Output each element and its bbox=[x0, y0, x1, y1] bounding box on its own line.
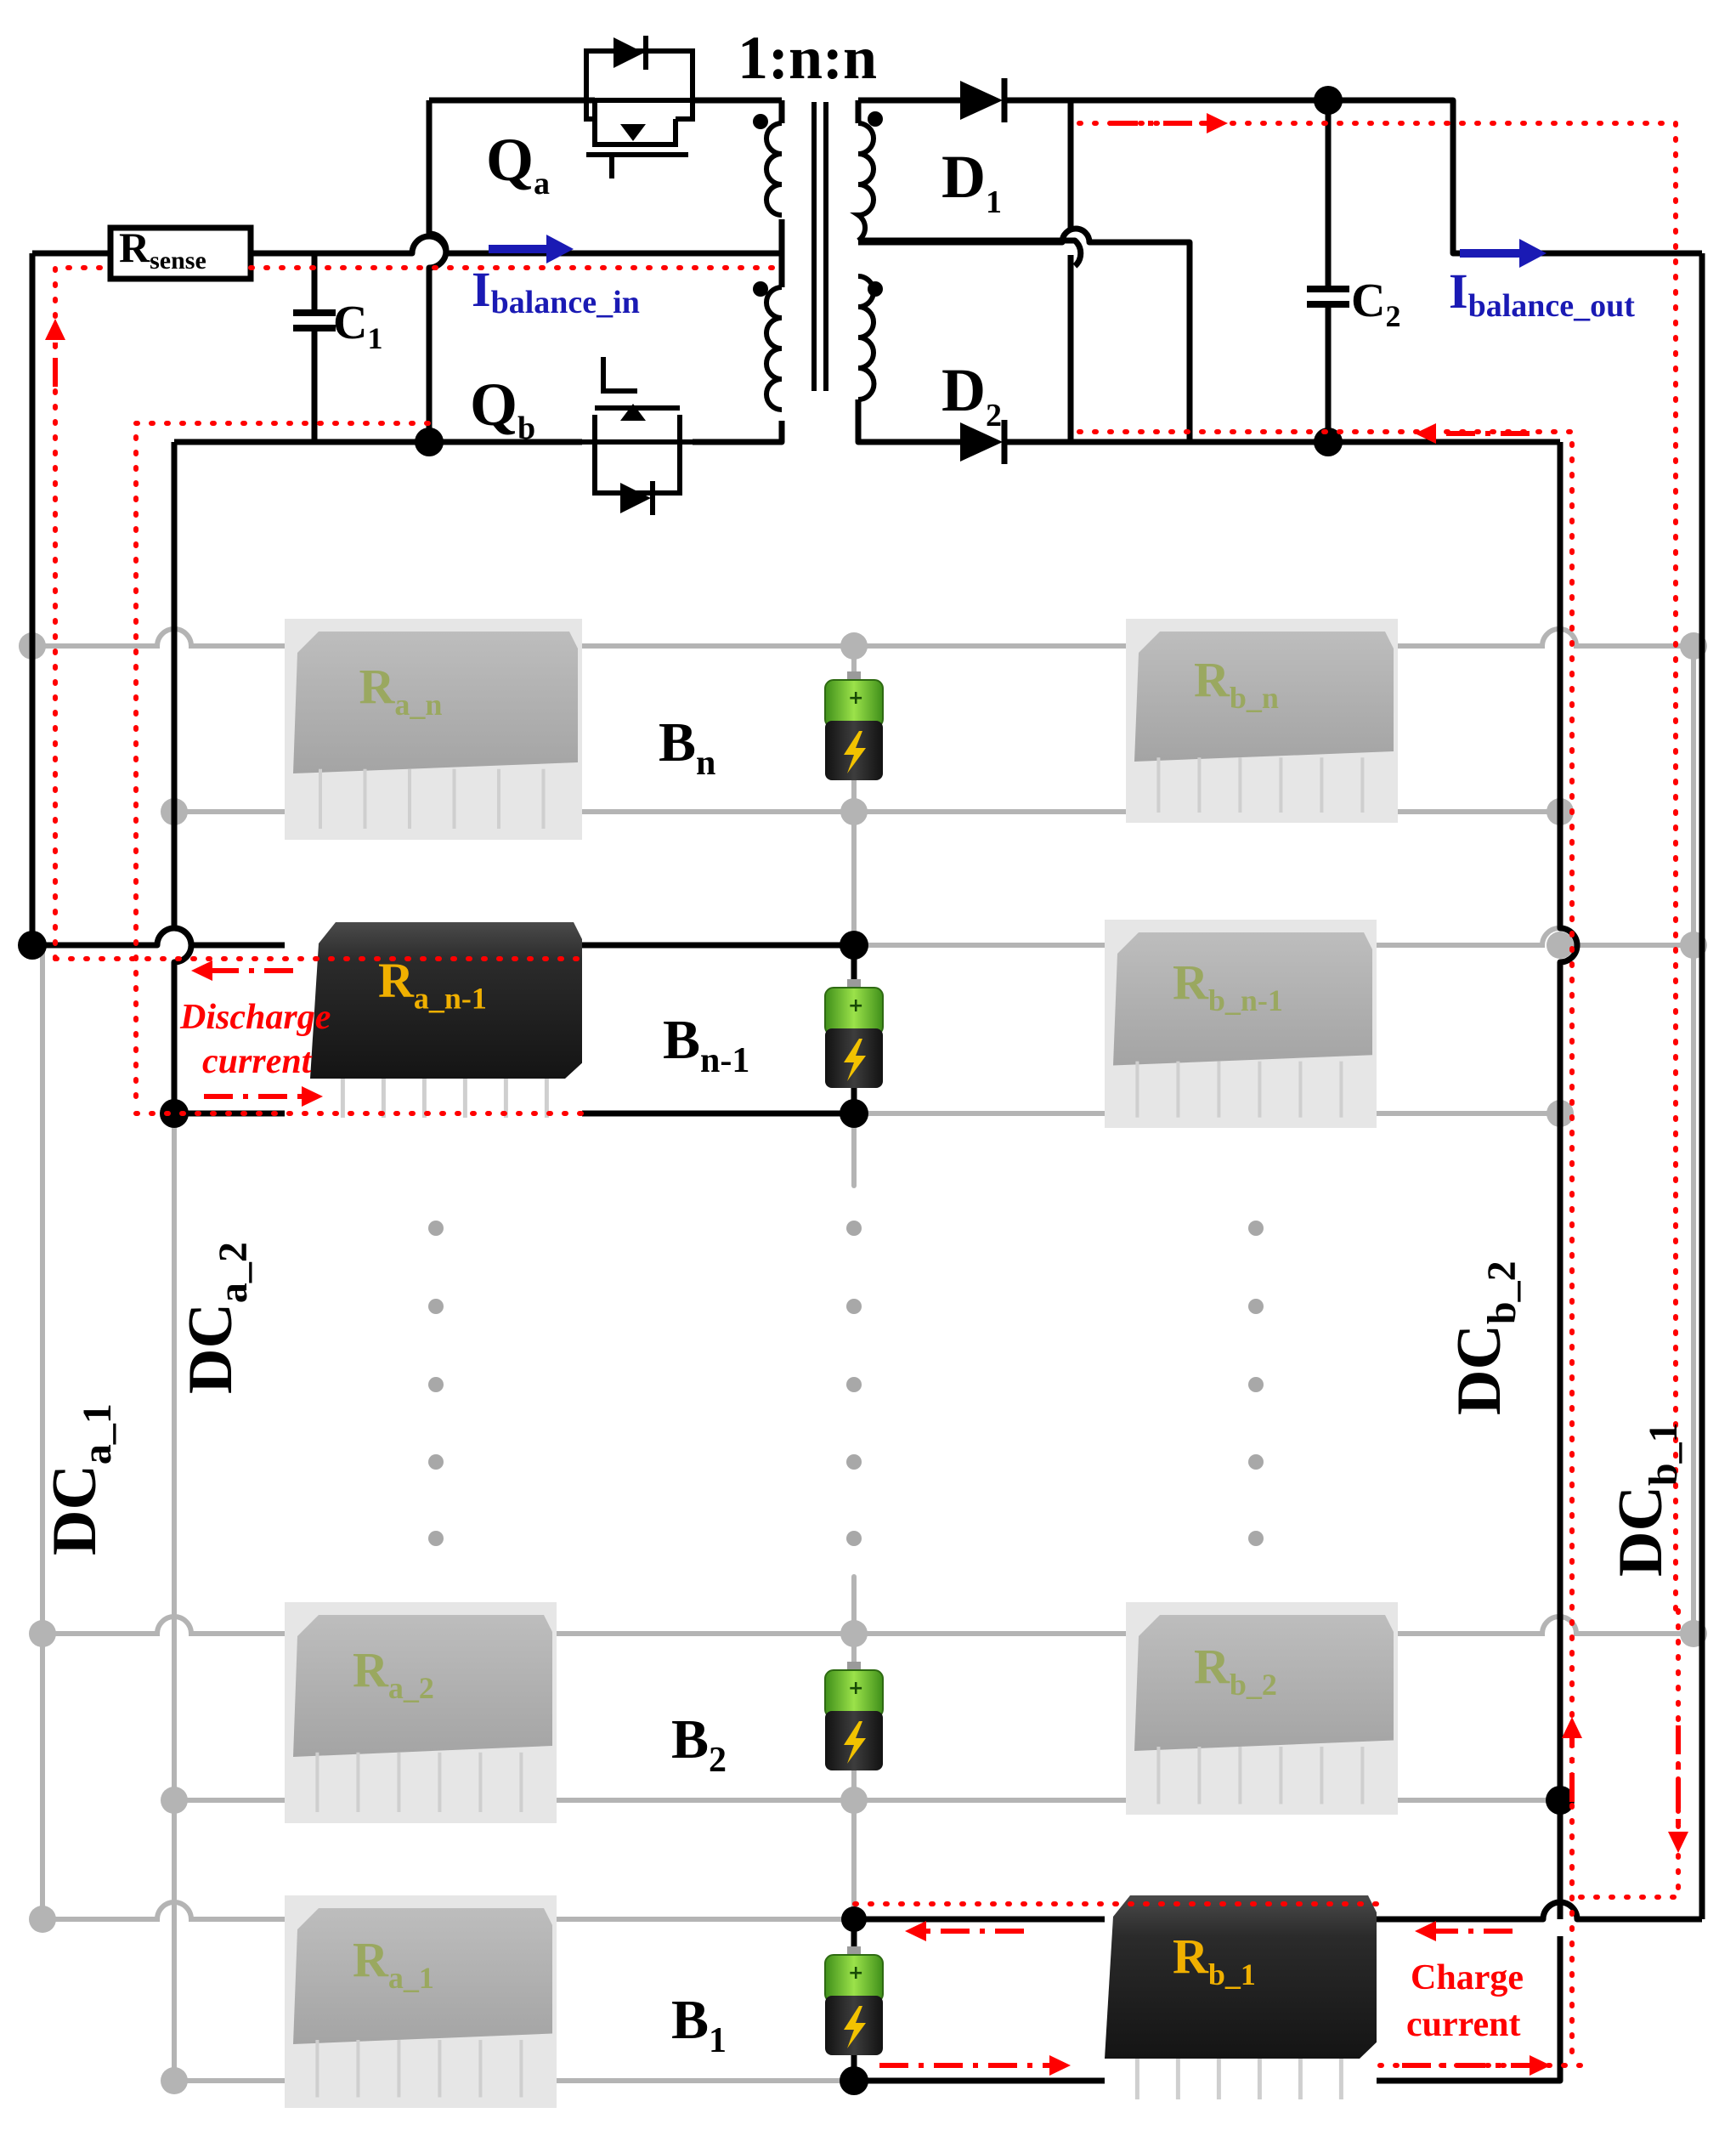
cell-b1-label: B1 bbox=[671, 1989, 727, 2060]
qb-body-diode bbox=[620, 404, 655, 515]
charge-label-line1: Charge bbox=[1411, 1958, 1524, 1997]
capacitor-c2-symbol bbox=[1307, 286, 1349, 308]
mosfet-qa bbox=[584, 48, 695, 178]
svg-text:+: + bbox=[848, 995, 863, 1017]
ibalance-in-label: Ibalance_in bbox=[472, 262, 640, 320]
d1-label: D1 bbox=[942, 143, 1002, 220]
relay-b-n: Rb_n bbox=[1126, 619, 1398, 823]
bus-dca2-label: DCa_2 bbox=[176, 1242, 256, 1394]
relay-b-1: Rb_1 bbox=[1105, 1895, 1377, 2099]
sense-resistor-box bbox=[107, 224, 254, 282]
relay-label: Rb_2 bbox=[1194, 1639, 1277, 1702]
rsense-label: Rsense bbox=[119, 224, 206, 275]
active-wiring bbox=[29, 97, 1705, 2084]
relay-b-2: Rb_2 bbox=[1126, 1602, 1398, 1815]
ellipsis-dots bbox=[428, 1221, 1264, 1546]
relay-a-n-1: Ra_n-1 bbox=[310, 922, 582, 1118]
diode-d1-symbol bbox=[960, 78, 1008, 122]
diode-d2-symbol bbox=[960, 420, 1008, 464]
battery-cells: + + + + bbox=[824, 671, 884, 2055]
balance-current-arrows bbox=[489, 235, 1547, 268]
discharge-label-line1: Discharge bbox=[179, 998, 331, 1037]
discharge-label-line2: current bbox=[202, 1042, 313, 1081]
transformer-ratio-label: 1:n:n bbox=[738, 24, 877, 92]
bus-dcb2-label: DCb_2 bbox=[1445, 1260, 1524, 1415]
charge-label-line2: current bbox=[1406, 2005, 1521, 2044]
relay-label: Ra_n-1 bbox=[378, 952, 487, 1015]
current-arrowheads bbox=[45, 113, 1688, 2076]
battery-cell: + bbox=[824, 979, 884, 1088]
qa-body-diode bbox=[614, 36, 648, 141]
bus-dca1-label: DCa_1 bbox=[40, 1403, 120, 1555]
bus-dcb1-label: DCb_1 bbox=[1606, 1422, 1686, 1577]
relay-a-n: Ra_n bbox=[285, 619, 582, 840]
cell-bn-label: Bn bbox=[659, 711, 715, 783]
battery-cell: + bbox=[824, 1946, 884, 2055]
relays: Ra_nRa_n-1Ra_2Ra_1 Rb_nRb_n-1Rb_2Rb_1 bbox=[285, 619, 1398, 2108]
relay-label: Ra_n bbox=[359, 659, 443, 722]
capacitor-c1-symbol bbox=[293, 309, 336, 331]
mosfet-qb bbox=[582, 357, 693, 496]
svg-text:+: + bbox=[848, 688, 863, 709]
ibalance-out-label: Ibalance_out bbox=[1449, 263, 1635, 324]
svg-text:+: + bbox=[848, 1963, 863, 1984]
current-path-dotted bbox=[53, 121, 1681, 2068]
qa-label: Qa bbox=[486, 126, 550, 201]
cell-bn1-label: Bn-1 bbox=[663, 1009, 749, 1080]
battery-cell: + bbox=[824, 671, 884, 780]
qb-label: Qb bbox=[470, 371, 535, 446]
relay-label: Rb_n-1 bbox=[1173, 955, 1283, 1017]
d2-label: D2 bbox=[942, 356, 1002, 433]
active-junctions bbox=[18, 86, 1575, 2095]
relay-label: Ra_2 bbox=[353, 1642, 434, 1705]
c1-label: C1 bbox=[333, 297, 382, 355]
c2-label: C2 bbox=[1351, 275, 1400, 333]
relay-a-1: Ra_1 bbox=[285, 1895, 557, 2108]
current-path-arrows bbox=[53, 121, 1681, 2068]
relay-b-n-1: Rb_n-1 bbox=[1105, 920, 1377, 1128]
cell-b2-label: B2 bbox=[671, 1708, 727, 1780]
relay-a-2: Ra_2 bbox=[285, 1602, 557, 1823]
battery-cell: + bbox=[824, 1662, 884, 1770]
transformer bbox=[764, 102, 877, 412]
svg-text:+: + bbox=[848, 1678, 863, 1699]
transformer-polarity-dots bbox=[753, 111, 883, 297]
relay-label: Rb_1 bbox=[1173, 1929, 1256, 1991]
relay-label: Ra_1 bbox=[353, 1932, 434, 1995]
relay-label: Rb_n bbox=[1194, 652, 1279, 715]
